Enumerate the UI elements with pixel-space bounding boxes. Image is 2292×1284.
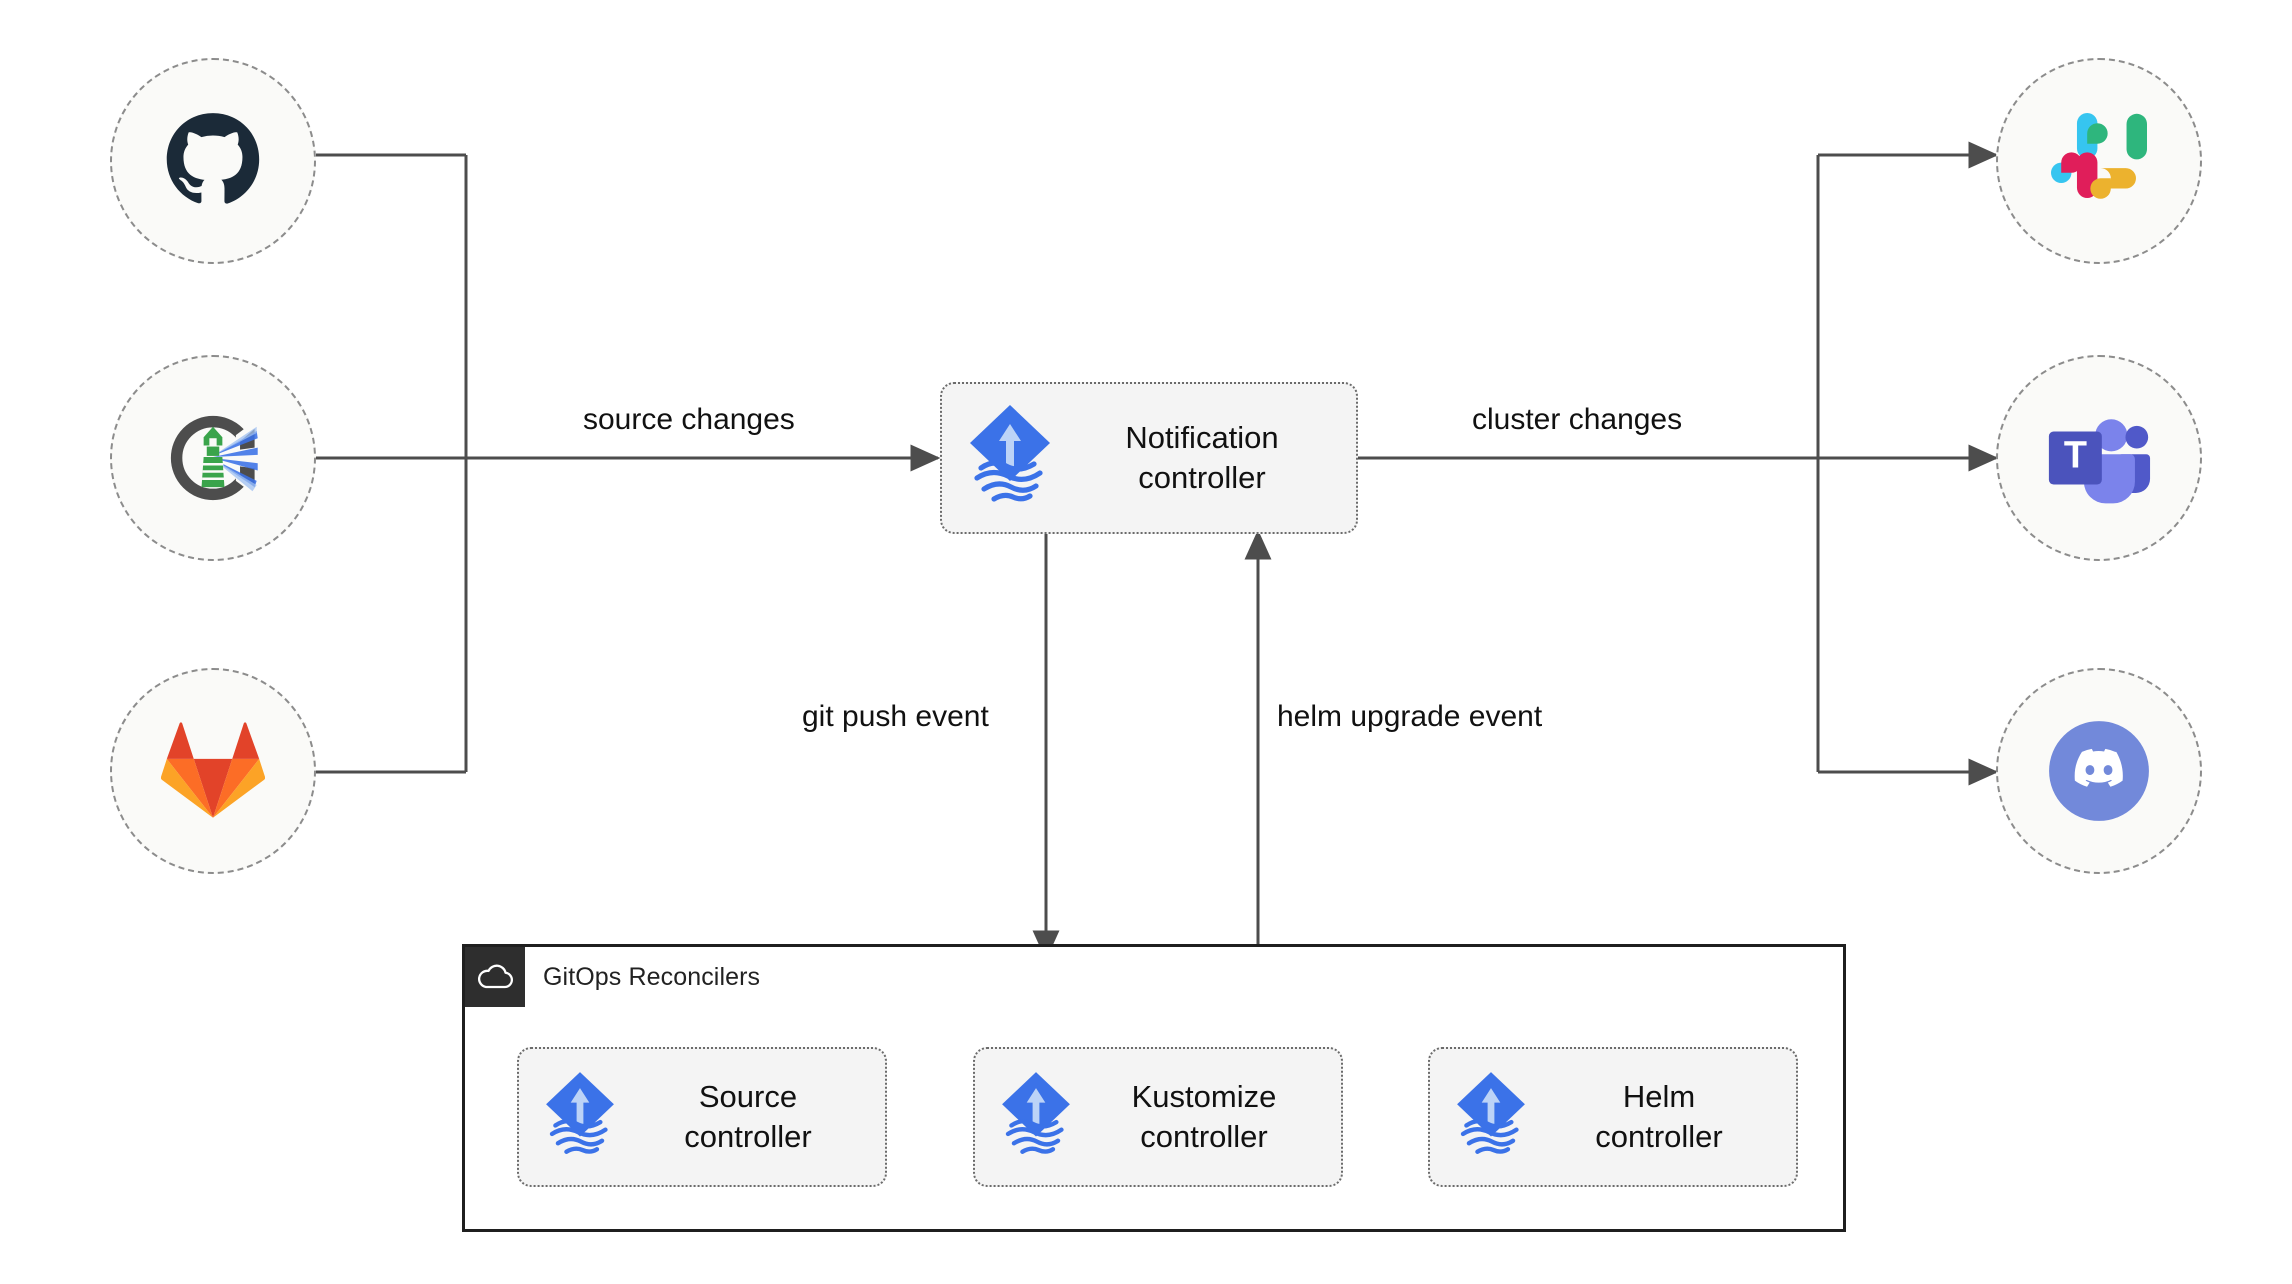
edge-label-git-push-event: git push event <box>802 700 989 733</box>
svg-text:T: T <box>2064 434 2087 476</box>
github-icon <box>163 111 263 211</box>
gitops-title: GitOps Reconcilers <box>543 962 761 991</box>
flux-icon <box>1452 1069 1530 1165</box>
destination-node-teams[interactable]: T <box>1996 355 2202 561</box>
gitops-reconcilers-container: GitOps Reconcilers Source controller <box>462 944 1846 1232</box>
lighthouse-icon <box>161 406 265 510</box>
source-node-lighthouse[interactable] <box>110 355 316 561</box>
edge-label-helm-upgrade-event: helm upgrade event <box>1277 700 1543 733</box>
kustomize-controller-box[interactable]: Kustomize controller <box>973 1047 1343 1187</box>
kustomize-controller-label: Kustomize controller <box>1131 1079 1277 1154</box>
source-node-github[interactable] <box>110 58 316 264</box>
flux-icon <box>964 402 1056 514</box>
destination-node-slack[interactable] <box>1996 58 2202 264</box>
slack-icon <box>2051 113 2147 209</box>
notification-controller-box[interactable]: Notification controller <box>940 382 1358 534</box>
notification-controller-label: Notification controller <box>1125 420 1279 495</box>
source-controller-box[interactable]: Source controller <box>517 1047 887 1187</box>
edge-label-cluster-changes: cluster changes <box>1472 403 1683 436</box>
source-node-gitlab[interactable] <box>110 668 316 874</box>
destination-node-discord[interactable] <box>1996 668 2202 874</box>
helm-controller-label: Helm controller <box>1595 1079 1723 1154</box>
discord-icon <box>2047 719 2151 823</box>
gitops-header: GitOps Reconcilers <box>465 947 760 1007</box>
helm-controller-box[interactable]: Helm controller <box>1428 1047 1798 1187</box>
edge-label-source-changes: source changes <box>583 403 795 436</box>
flux-icon <box>997 1069 1075 1165</box>
teams-icon: T <box>2047 410 2151 506</box>
cloud-icon <box>465 947 525 1007</box>
flux-icon <box>541 1069 619 1165</box>
source-controller-label: Source controller <box>684 1079 812 1154</box>
gitlab-icon <box>161 722 265 820</box>
